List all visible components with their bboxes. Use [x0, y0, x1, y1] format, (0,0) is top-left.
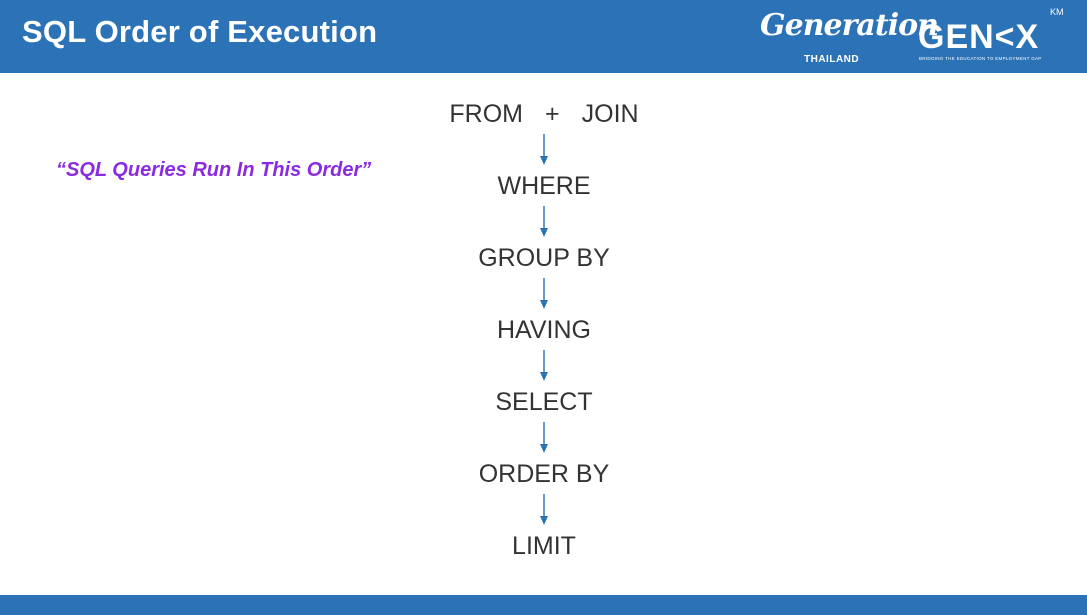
step-select: SELECT	[495, 388, 593, 416]
step-join: JOIN	[581, 100, 639, 128]
generation-logo-text: Generation	[760, 8, 939, 43]
quote-text: “SQL Queries Run In This Order”	[56, 159, 372, 181]
header-bar: SQL Order of Execution Generation THAILA…	[0, 0, 1087, 73]
step-limit: LIMIT	[512, 532, 576, 560]
generation-logo-sub: THAILAND	[804, 54, 860, 65]
step-from: FROM	[449, 100, 524, 128]
step-group-by: GROUP BY	[478, 244, 610, 272]
step-where: WHERE	[497, 172, 591, 200]
slide-title: SQL Order of Execution	[22, 14, 378, 49]
genx-logo: GEN<X BRIDGING THE EDUCATION TO EMPLOYME…	[918, 6, 1068, 68]
step-from-join: FROM + JOIN	[444, 94, 644, 134]
down-arrow-icon	[444, 278, 644, 310]
execution-flow: FROM + JOIN WHERE GROUP BY HAVING SELECT…	[444, 94, 644, 566]
step-order-by: ORDER BY	[478, 460, 610, 488]
step-having: HAVING	[497, 316, 591, 344]
down-arrow-icon	[444, 422, 644, 454]
down-arrow-icon	[444, 494, 644, 526]
genx-logo-text: GEN<X	[918, 18, 1040, 56]
down-arrow-icon	[444, 134, 644, 166]
footer-bar	[0, 595, 1087, 615]
genx-logo-tagline: BRIDGING THE EDUCATION TO EMPLOYMENT GAP	[919, 56, 1042, 61]
step-plus: +	[545, 100, 560, 128]
down-arrow-icon	[444, 350, 644, 382]
genx-logo-km: KM	[1050, 7, 1064, 17]
down-arrow-icon	[444, 206, 644, 238]
generation-logo: Generation THAILAND	[760, 6, 939, 68]
